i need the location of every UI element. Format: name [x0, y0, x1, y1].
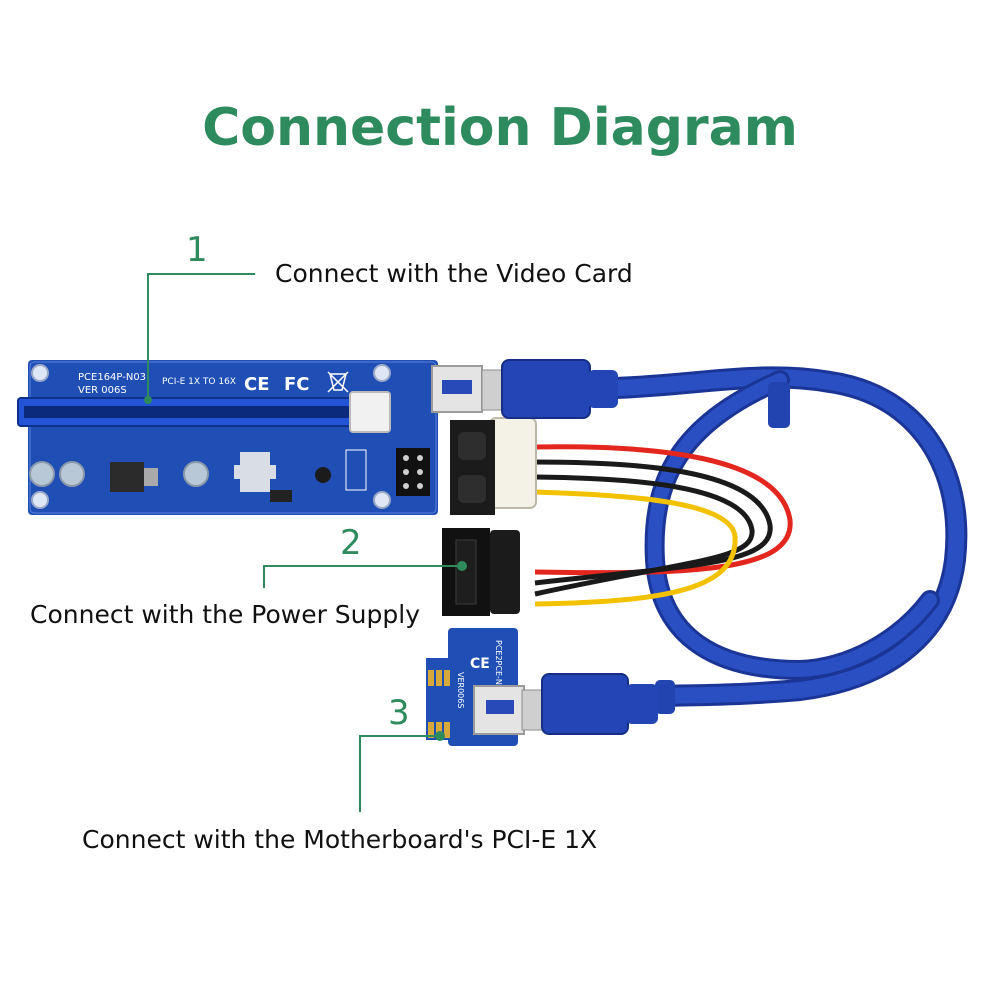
callout-dot-3	[435, 731, 445, 741]
fc-mark: FC	[284, 374, 310, 395]
usb-port-small	[473, 673, 658, 735]
capacitor-ec2	[59, 461, 85, 487]
page-title: Connection Diagram	[202, 98, 798, 158]
capacitor-ec3	[183, 461, 209, 487]
callout-number-3: 3	[388, 693, 410, 733]
small-board-model: PCE2PCE-N04	[494, 640, 503, 695]
weee-bin-icon	[327, 371, 349, 393]
callout-label-3: Connect with the Motherboard's PCI-E 1X	[82, 825, 598, 854]
sata-power-connector	[442, 528, 520, 616]
callout-line-1	[147, 273, 255, 400]
small-ce-mark: CE	[470, 656, 490, 672]
callout-dot-1	[144, 396, 152, 404]
callout-lines	[147, 273, 462, 812]
capacitor-ec1	[29, 461, 55, 487]
molex-connector	[450, 417, 537, 515]
ce-mark: CE	[244, 374, 270, 395]
callout-label-1: Connect with the Video Card	[275, 259, 633, 288]
small-board-version: VER006S	[456, 672, 465, 708]
callout-label-2: Connect with the Power Supply	[30, 600, 421, 629]
callout-line-3	[359, 735, 440, 812]
usb-cable	[594, 366, 968, 714]
board-slot-text: PCI-E 1X TO 16X	[162, 377, 236, 387]
power-wires	[534, 444, 793, 607]
jumper-block	[396, 448, 430, 496]
voltage-regulator	[110, 462, 144, 492]
callout-dot-2	[457, 561, 467, 571]
callout-number-1: 1	[186, 230, 208, 270]
callout-line-2	[263, 565, 462, 588]
riser-board-large: PCE164P-N03 VER 006S PCI-E 1X TO 16X CE …	[17, 360, 438, 515]
usb-port-large	[431, 359, 618, 419]
board-version: VER 006S	[78, 385, 127, 396]
callout-number-2: 2	[340, 523, 362, 563]
board-model: PCE164P-N03	[78, 372, 146, 383]
